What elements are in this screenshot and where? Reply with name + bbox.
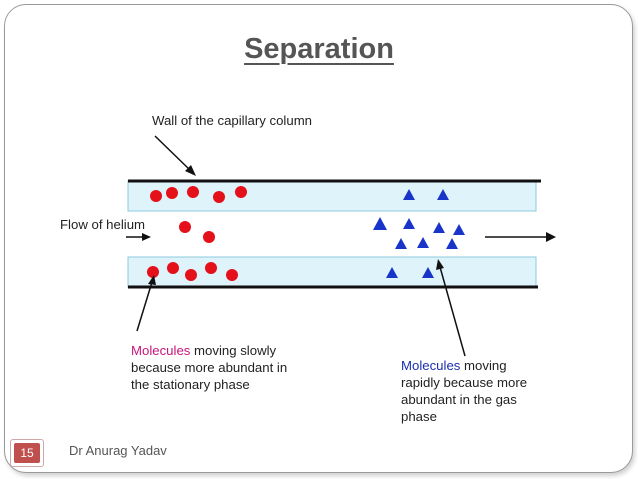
slow-caption-line-2: because more abundant in	[131, 360, 288, 375]
slow-caption-line-1: Molecules moving slowly	[131, 342, 287, 359]
slow-molecule	[205, 262, 217, 274]
fast-molecule	[403, 189, 415, 200]
slow-molecule	[187, 186, 199, 198]
fast-molecules-caption: Molecules moving rapidly because more ab…	[401, 357, 527, 425]
slow-molecule	[166, 187, 178, 199]
slow-molecules	[147, 186, 247, 281]
slide-frame	[4, 4, 633, 473]
fast-pointer-line	[439, 266, 466, 357]
slow-molecule	[150, 190, 162, 202]
slow-molecule	[213, 191, 225, 203]
fast-molecule	[433, 222, 445, 233]
slow-molecule	[203, 231, 215, 243]
flow-in-arrowhead	[142, 233, 151, 241]
slow-molecule	[167, 262, 179, 274]
flow-label: Flow of helium	[60, 217, 146, 232]
fast-molecule	[417, 237, 429, 248]
slow-molecule	[147, 266, 159, 278]
wall-label: Wall of the capillary column	[152, 113, 313, 128]
flow-out-arrowhead	[546, 232, 556, 242]
slow-caption-line-3: the stationary phase	[131, 377, 250, 392]
slow-pointer-arrowhead	[148, 275, 156, 285]
fast-molecule	[453, 224, 465, 235]
fast-caption-line-3: abundant in the gas	[401, 392, 517, 407]
slow-pointer-line	[136, 281, 153, 332]
fast-caption-line-4: phase	[401, 409, 437, 424]
fast-pointer-arrowhead	[436, 259, 444, 270]
footer-author: Dr Anurag Yadav	[69, 443, 167, 458]
fast-molecule	[386, 267, 398, 278]
slow-molecule	[185, 269, 197, 281]
slow-caption-text-1: moving slowly	[190, 343, 277, 358]
page-number: 15	[14, 443, 40, 463]
fast-molecule	[395, 238, 407, 249]
fast-molecules	[373, 189, 465, 278]
slow-molecules-caption: Molecules moving slowly because more abu…	[131, 342, 287, 393]
slow-molecule	[179, 221, 191, 233]
fast-caption-line-2: rapidly because more	[401, 375, 528, 390]
fast-caption-line-1: Molecules moving	[401, 357, 527, 374]
fast-molecule	[437, 189, 449, 200]
fast-keyword: Molecules	[401, 358, 461, 373]
fast-molecule	[373, 217, 387, 230]
fast-caption-text-1: moving	[460, 358, 507, 373]
fast-molecule	[446, 238, 458, 249]
slow-molecule	[235, 186, 247, 198]
fast-molecule	[422, 267, 434, 278]
slow-keyword: Molecules	[131, 343, 191, 358]
slow-molecule	[226, 269, 238, 281]
page-number-badge: 15	[10, 439, 44, 467]
fast-molecule	[403, 218, 415, 229]
wall-pointer-line	[154, 135, 192, 172]
wall-pointer-arrowhead	[185, 165, 196, 176]
slide-title-text: Separation	[244, 33, 394, 65]
slide-title: Separation	[0, 33, 638, 66]
